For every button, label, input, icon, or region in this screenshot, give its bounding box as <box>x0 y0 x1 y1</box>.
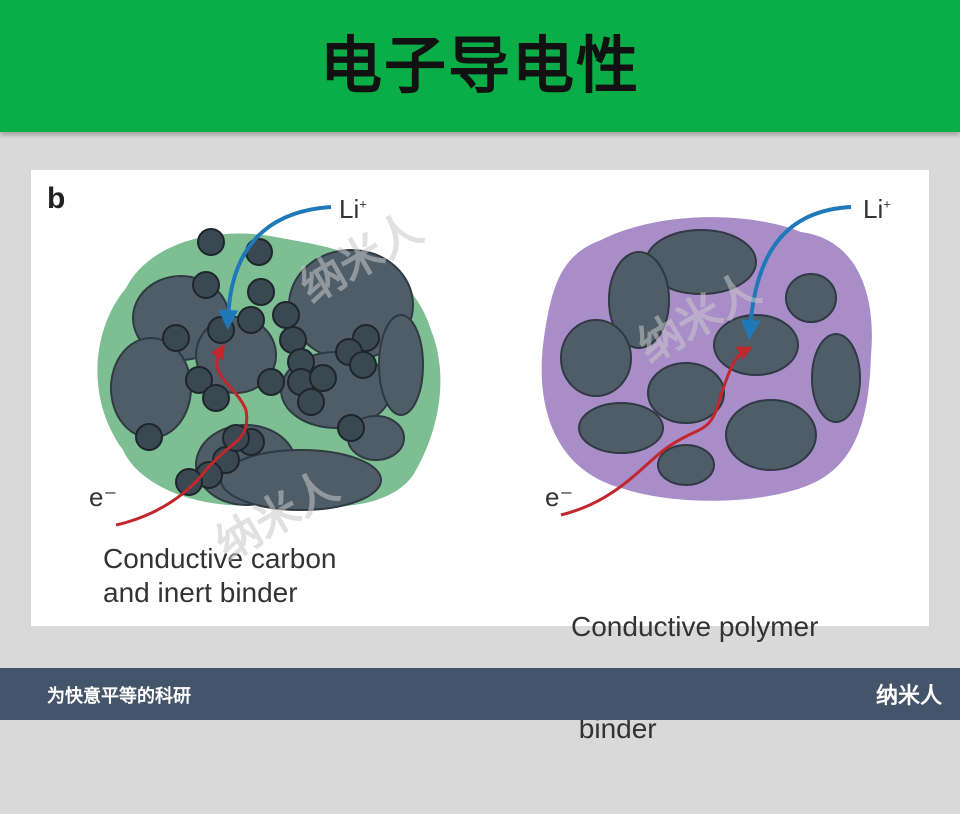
left-electron-label: e⁻ <box>89 482 118 512</box>
footer-slogan: 为快意平等的科研 <box>47 686 191 707</box>
electrode-diagram <box>97 205 872 527</box>
left-li-ion-arrow <box>218 205 332 330</box>
right-electron-label: e⁻ <box>545 482 574 512</box>
footer-bar: 为快意平等的科研 纳米人 <box>0 668 960 720</box>
right-caption-line1: Conductive polymer <box>571 611 819 642</box>
right-li-ion-arrow <box>740 205 852 340</box>
right-electron-arrow <box>560 346 753 517</box>
right-li-ion-label: Li+ <box>863 194 891 224</box>
left-electron-arrow <box>115 343 249 527</box>
slide-title: 电子导电性 <box>319 29 640 102</box>
left-carbon-particles <box>135 228 380 496</box>
panel-label: b <box>47 182 66 215</box>
left-caption-line2: and inert binder <box>103 577 298 608</box>
left-li-ion-label: Li+ <box>339 194 367 224</box>
left-caption: Conductive carbon and inert binder <box>103 542 336 610</box>
figure-panel: b Li+ e⁻ Conductive carbon and inert bin… <box>31 170 929 744</box>
left-caption-line1: Conductive carbon <box>103 543 337 574</box>
header-bar: 电子导电性 <box>0 0 960 132</box>
brand-logo: 纳米人 <box>875 684 942 709</box>
